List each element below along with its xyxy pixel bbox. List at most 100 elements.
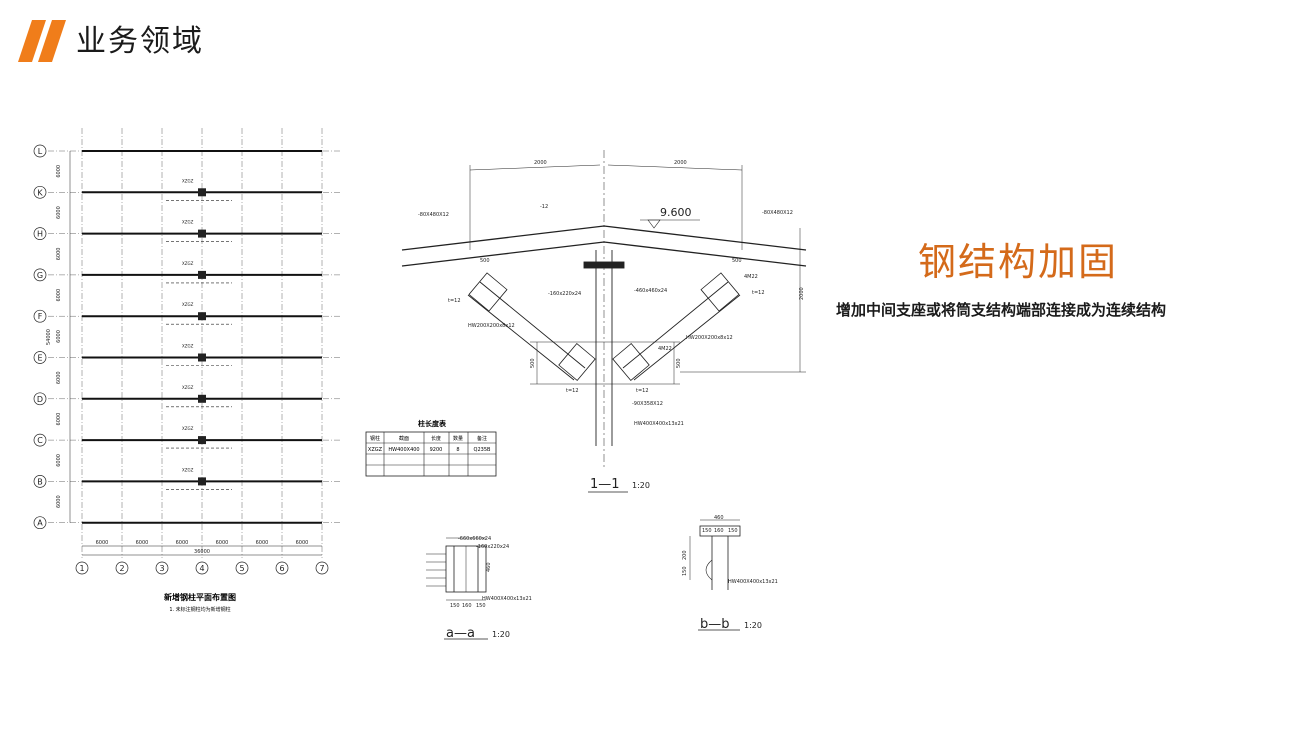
- callout-base-plate: -460x460x24: [634, 288, 667, 294]
- plan-note: 1. 未标注钢柱均为新增钢柱: [169, 606, 230, 613]
- aa-dim-160: 160: [462, 603, 472, 609]
- bb-dim-150b: 150: [728, 528, 738, 534]
- row-dim: 6000: [56, 495, 62, 508]
- callout-column: HW400X400x13x21: [634, 421, 684, 427]
- row-axis-bubble: [33, 433, 47, 447]
- bay-dim: 6000: [256, 540, 269, 546]
- row-axis-label: G: [37, 271, 43, 280]
- col-axis-bubble: [275, 561, 289, 575]
- table-title: 柱长度表: [418, 419, 447, 428]
- dim-lower-right: 500: [676, 358, 682, 368]
- new-column-mark: [198, 477, 206, 486]
- col-axis-bubble: [315, 561, 329, 575]
- table-cell-2: HW400X400: [388, 447, 419, 453]
- row-dim: 6000: [56, 289, 62, 302]
- dim-lower-left: 500: [530, 358, 536, 368]
- col-axis-label: 7: [319, 564, 324, 573]
- row-axis-bubble: [33, 309, 47, 323]
- bay-dim: 6000: [176, 540, 189, 546]
- table-cell-4: 8: [456, 447, 459, 453]
- col-axis-label: 4: [199, 564, 204, 573]
- callout-stiffener: -90X358X12: [632, 401, 663, 407]
- bb-dim-150a: 150: [702, 528, 712, 534]
- bay-dim: 6000: [96, 540, 109, 546]
- section-title: 钢结构加固: [918, 240, 1119, 284]
- row-axis-label: E: [37, 354, 42, 363]
- row-axis-label: D: [37, 395, 43, 404]
- row-axis-bubble: [33, 227, 47, 240]
- column-tag: XZGZ: [182, 261, 194, 266]
- row-axis-bubble: [33, 351, 47, 364]
- section-a-a-labels: -660x660x24 -160x220x24 HW400X400x13x21 …: [446, 536, 532, 641]
- col-axis-label: 2: [119, 564, 124, 573]
- bb-dim-460: 460: [714, 515, 724, 521]
- column-tag: XZGZ: [182, 344, 194, 349]
- col-axis-bubble: [155, 561, 169, 575]
- callout-bolts-a: 4M22: [744, 274, 758, 280]
- section-b-b-label: b—b: [700, 617, 730, 632]
- section-description: 增加中间支座或将筒支结构端部连接成为连续结构: [836, 301, 1167, 319]
- aa-dim-150a: 150: [450, 603, 460, 609]
- bay-dim: 6000: [296, 540, 309, 546]
- row-axis-bubble: [33, 475, 47, 488]
- table-header-3: 长度: [431, 435, 441, 442]
- table-header-1: 钢柱: [370, 435, 380, 442]
- new-column-mark: [198, 394, 206, 403]
- callout-t12-a: t=12: [448, 298, 461, 304]
- section-a-a-label: a—a: [446, 626, 475, 641]
- column-tag: XZGZ: [182, 426, 194, 431]
- section-a-a-scale: 1:20: [492, 630, 510, 639]
- callout-plate-left: -80X480X12: [418, 212, 449, 218]
- row-axis-label: A: [37, 519, 43, 528]
- header: 业务领域: [0, 0, 1300, 70]
- callout-t12-c: t=12: [636, 388, 649, 394]
- section-1-1: [401, 150, 807, 640]
- callout-brace-left: HW200X200x8x12: [468, 323, 515, 329]
- row-dim: 6000: [56, 330, 62, 343]
- callout-cap-plate: -160x220x24: [548, 291, 581, 297]
- section-b-b-scale: 1:20: [744, 621, 762, 630]
- aa-callout-plate: -660x660x24: [458, 536, 491, 542]
- bb-dim-200: 200: [682, 550, 688, 560]
- new-column-mark: [198, 312, 206, 321]
- section-1-1-labels: -80X480X12 -80X480X12 -12 -160x220x24 -4…: [418, 160, 805, 492]
- dim-top-right: 2000: [674, 160, 687, 166]
- table-header-4: 数量: [453, 435, 463, 442]
- section-1-1-scale: 1:20: [632, 481, 650, 490]
- new-column-mark: [198, 270, 206, 279]
- side-total-dim: 54000: [46, 329, 52, 345]
- dim-top-left: 2000: [534, 160, 547, 166]
- aa-callout-cap: -160x220x24: [476, 544, 509, 550]
- dim-right: 2000: [799, 287, 805, 300]
- aa-callout-column: HW400X400x13x21: [482, 596, 532, 602]
- bay-dim: 6000: [136, 540, 149, 546]
- col-axis-bubble: [75, 561, 89, 575]
- elevation-label: 9.600: [660, 206, 692, 219]
- col-axis-bubble: [235, 561, 249, 575]
- row-dim: 6000: [56, 248, 62, 261]
- bb-callout-column: HW400X400x13x21: [728, 579, 778, 585]
- column-tag: XZGZ: [182, 220, 194, 225]
- section-b-b: [689, 519, 741, 590]
- row-dim: 6000: [56, 206, 62, 219]
- row-axis-label: F: [38, 312, 43, 321]
- table-header-5: 备注: [477, 435, 487, 442]
- page-title: 业务领域: [76, 24, 204, 59]
- bb-dim-160: 160: [714, 528, 724, 534]
- col-axis-label: 1: [79, 564, 84, 573]
- row-axis-label: L: [38, 147, 43, 156]
- bb-dim-150c: 150: [682, 566, 688, 576]
- callout-bolts-b: 4M22: [658, 346, 672, 352]
- row-axis-label: B: [37, 477, 43, 486]
- table-cell-3: 9200: [430, 447, 443, 453]
- section-a-a: [426, 537, 487, 601]
- dim-beam-right: 500: [732, 258, 742, 264]
- row-axis-bubble: [33, 268, 47, 282]
- row-axis-label: C: [37, 436, 43, 445]
- table-header-2: 截面: [399, 435, 409, 442]
- aa-dim-150b: 150: [476, 603, 486, 609]
- col-axis-bubble: [195, 561, 209, 575]
- brand-slash-icon: [18, 20, 66, 62]
